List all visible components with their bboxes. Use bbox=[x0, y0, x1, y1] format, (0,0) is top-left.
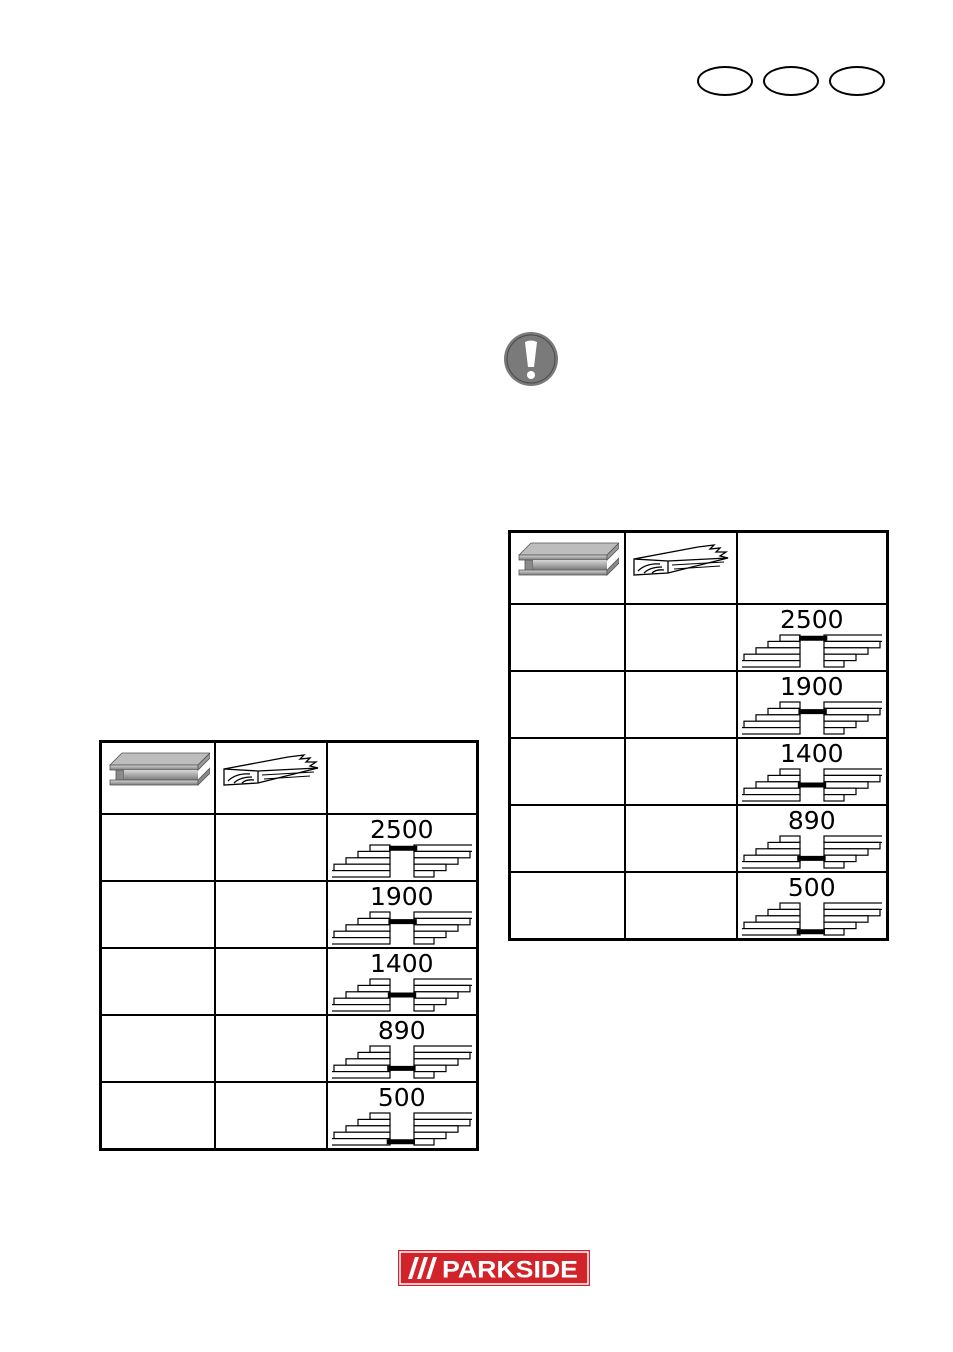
wood-cell bbox=[213, 947, 328, 1016]
wood-cell bbox=[213, 880, 328, 949]
table-header-row bbox=[508, 530, 889, 605]
steel-i-beam-icon bbox=[109, 752, 211, 786]
table-row: 2500 bbox=[99, 813, 481, 882]
parkside-logo: PARKSIDE bbox=[398, 1250, 590, 1286]
wood-plank-icon bbox=[632, 544, 728, 576]
speed-cell: 890 bbox=[732, 804, 891, 873]
table-row: 1400 bbox=[508, 737, 891, 806]
wood-cell bbox=[623, 871, 738, 941]
table-row: 500 bbox=[99, 1081, 481, 1151]
speed-value: 2500 bbox=[779, 605, 844, 634]
speed-cell: 2500 bbox=[322, 813, 481, 882]
wood-cell bbox=[623, 603, 738, 672]
steel-cell bbox=[508, 871, 626, 941]
belt-pulley-icon bbox=[732, 902, 891, 936]
speed-cell: 1400 bbox=[322, 947, 481, 1016]
wood-cell bbox=[213, 1014, 328, 1083]
wood-cell bbox=[623, 670, 738, 739]
header-cell-speed bbox=[735, 530, 889, 605]
wood-plank-icon bbox=[222, 754, 318, 786]
belt-pulley-icon bbox=[322, 911, 481, 945]
table-row: 1900 bbox=[99, 880, 481, 949]
exclamation-circle-icon bbox=[504, 332, 558, 386]
belt-pulley-icon bbox=[322, 844, 481, 878]
speed-cell: 1900 bbox=[732, 670, 891, 739]
belt-pulley-icon bbox=[732, 768, 891, 802]
speed-value: 1900 bbox=[779, 672, 844, 701]
speed-value: 2500 bbox=[369, 815, 434, 844]
table-header-row bbox=[99, 740, 479, 815]
table-row: 1900 bbox=[508, 670, 891, 739]
speed-cell: 2500 bbox=[732, 603, 891, 672]
steel-cell bbox=[508, 804, 626, 873]
speed-value: 1900 bbox=[369, 882, 434, 911]
wood-cell bbox=[623, 737, 738, 806]
speed-table-right: 2500 1900 1400 890 500 bbox=[508, 530, 891, 941]
speed-cell: 500 bbox=[322, 1081, 481, 1151]
wood-cell bbox=[623, 804, 738, 873]
speed-value: 890 bbox=[377, 1016, 426, 1045]
steel-cell bbox=[99, 813, 216, 882]
speed-table-body: 2500 1900 1400 890 500 bbox=[508, 530, 891, 941]
wood-cell bbox=[213, 1081, 328, 1151]
belt-pulley-icon bbox=[732, 701, 891, 735]
belt-pulley-icon bbox=[322, 1045, 481, 1079]
table-row: 890 bbox=[99, 1014, 481, 1083]
badge-oval-2 bbox=[763, 66, 819, 96]
speed-value: 1400 bbox=[779, 739, 844, 768]
badge-oval-3 bbox=[829, 66, 885, 96]
steel-i-beam-icon bbox=[518, 542, 620, 576]
table-row: 2500 bbox=[508, 603, 891, 672]
belt-pulley-icon bbox=[322, 978, 481, 1012]
wood-cell bbox=[213, 813, 328, 882]
belt-pulley-icon bbox=[732, 634, 891, 668]
belt-pulley-icon bbox=[732, 835, 891, 869]
speed-table-left: 2500 1900 1400 890 500 bbox=[99, 740, 481, 1151]
speed-cell: 1900 bbox=[322, 880, 481, 949]
table-row: 500 bbox=[508, 871, 891, 941]
table-row: 890 bbox=[508, 804, 891, 873]
speed-cell: 890 bbox=[322, 1014, 481, 1083]
header-cell-steel bbox=[508, 530, 626, 605]
steel-cell bbox=[99, 1014, 216, 1083]
belt-pulley-icon bbox=[322, 1112, 481, 1146]
header-cell-wood bbox=[213, 740, 328, 815]
steel-cell bbox=[508, 603, 626, 672]
steel-cell bbox=[508, 670, 626, 739]
badge-oval-1 bbox=[697, 66, 753, 96]
speed-value: 890 bbox=[787, 806, 836, 835]
header-cell-steel bbox=[99, 740, 216, 815]
steel-cell bbox=[99, 880, 216, 949]
header-cell-wood bbox=[623, 530, 738, 605]
table-row: 1400 bbox=[99, 947, 481, 1016]
steel-cell bbox=[99, 947, 216, 1016]
speed-table-body: 2500 1900 1400 890 500 bbox=[99, 740, 481, 1151]
speed-value: 500 bbox=[377, 1083, 426, 1112]
steel-cell bbox=[99, 1081, 216, 1151]
speed-cell: 500 bbox=[732, 871, 891, 941]
speed-cell: 1400 bbox=[732, 737, 891, 806]
header-cell-speed bbox=[325, 740, 479, 815]
steel-cell bbox=[508, 737, 626, 806]
brand-name: PARKSIDE bbox=[442, 1257, 578, 1284]
speed-value: 1400 bbox=[369, 949, 434, 978]
speed-value: 500 bbox=[787, 873, 836, 902]
